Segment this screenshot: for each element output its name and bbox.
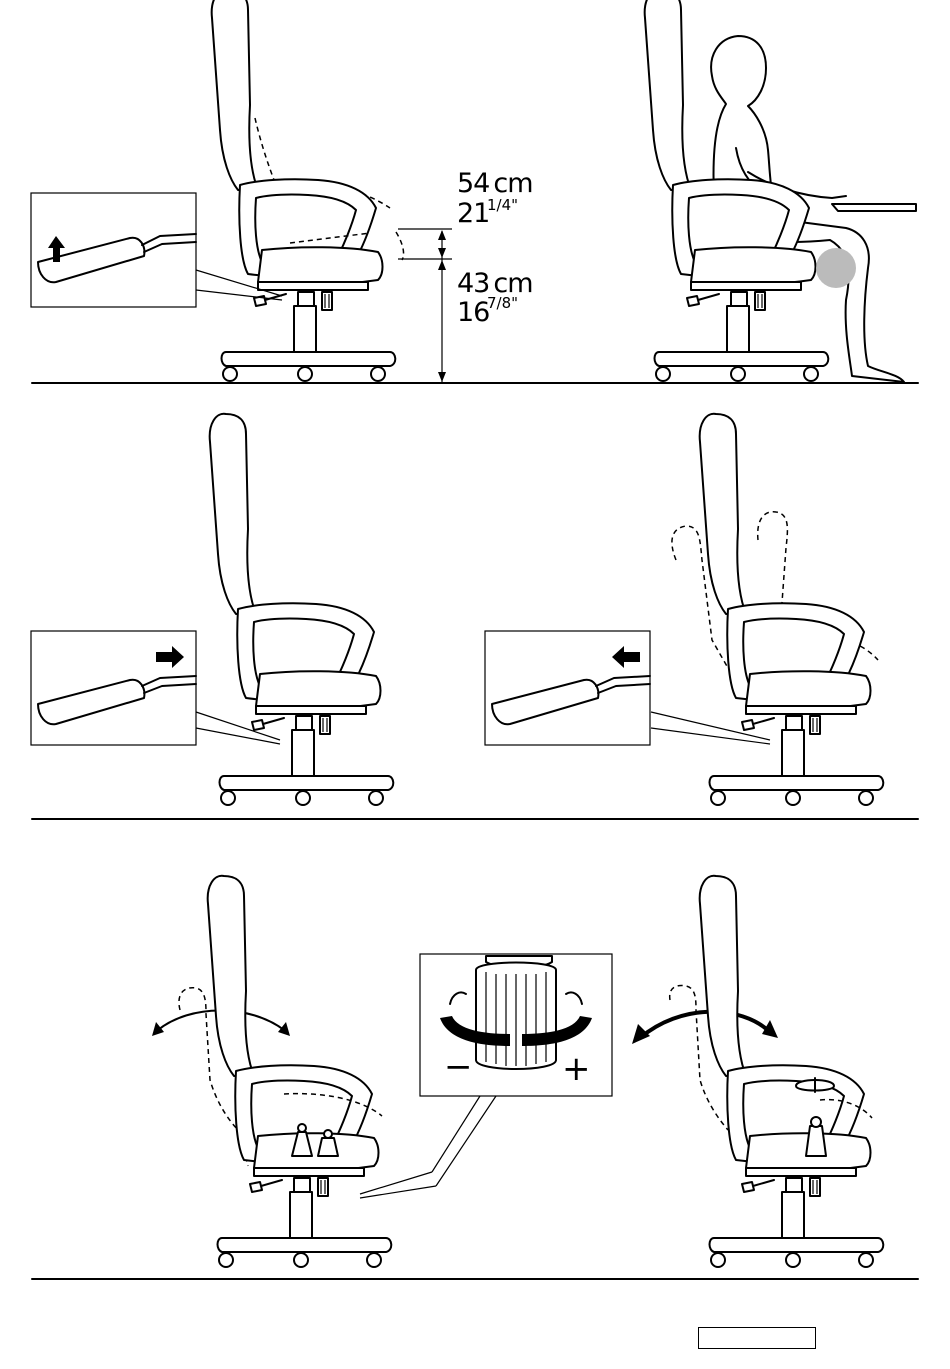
heavy-tension-figure: [632, 876, 883, 1267]
chair-icon: [212, 0, 396, 381]
weight-icon: [806, 1126, 826, 1156]
chair-icon: [210, 414, 394, 805]
seat-height-in: 16: [457, 297, 489, 328]
chair-icon: [700, 414, 884, 805]
page-number-box: [698, 1327, 816, 1349]
seat-height-fraction: 7/8": [487, 294, 518, 312]
chair-icon: [700, 876, 884, 1267]
plus-label: +: [562, 1049, 591, 1089]
tilt-unlock-figure: [485, 414, 883, 805]
rocking-arrow-icon: [152, 1022, 164, 1036]
armrest-height-in: 21: [457, 198, 489, 229]
seated-posture-figure: [645, 0, 916, 382]
minus-label: −: [444, 1047, 473, 1087]
armrest-height-fraction: 1/4": [487, 196, 518, 214]
chair-icon: [208, 876, 392, 1267]
desk: [832, 204, 916, 211]
knee-highlight: [816, 248, 856, 288]
